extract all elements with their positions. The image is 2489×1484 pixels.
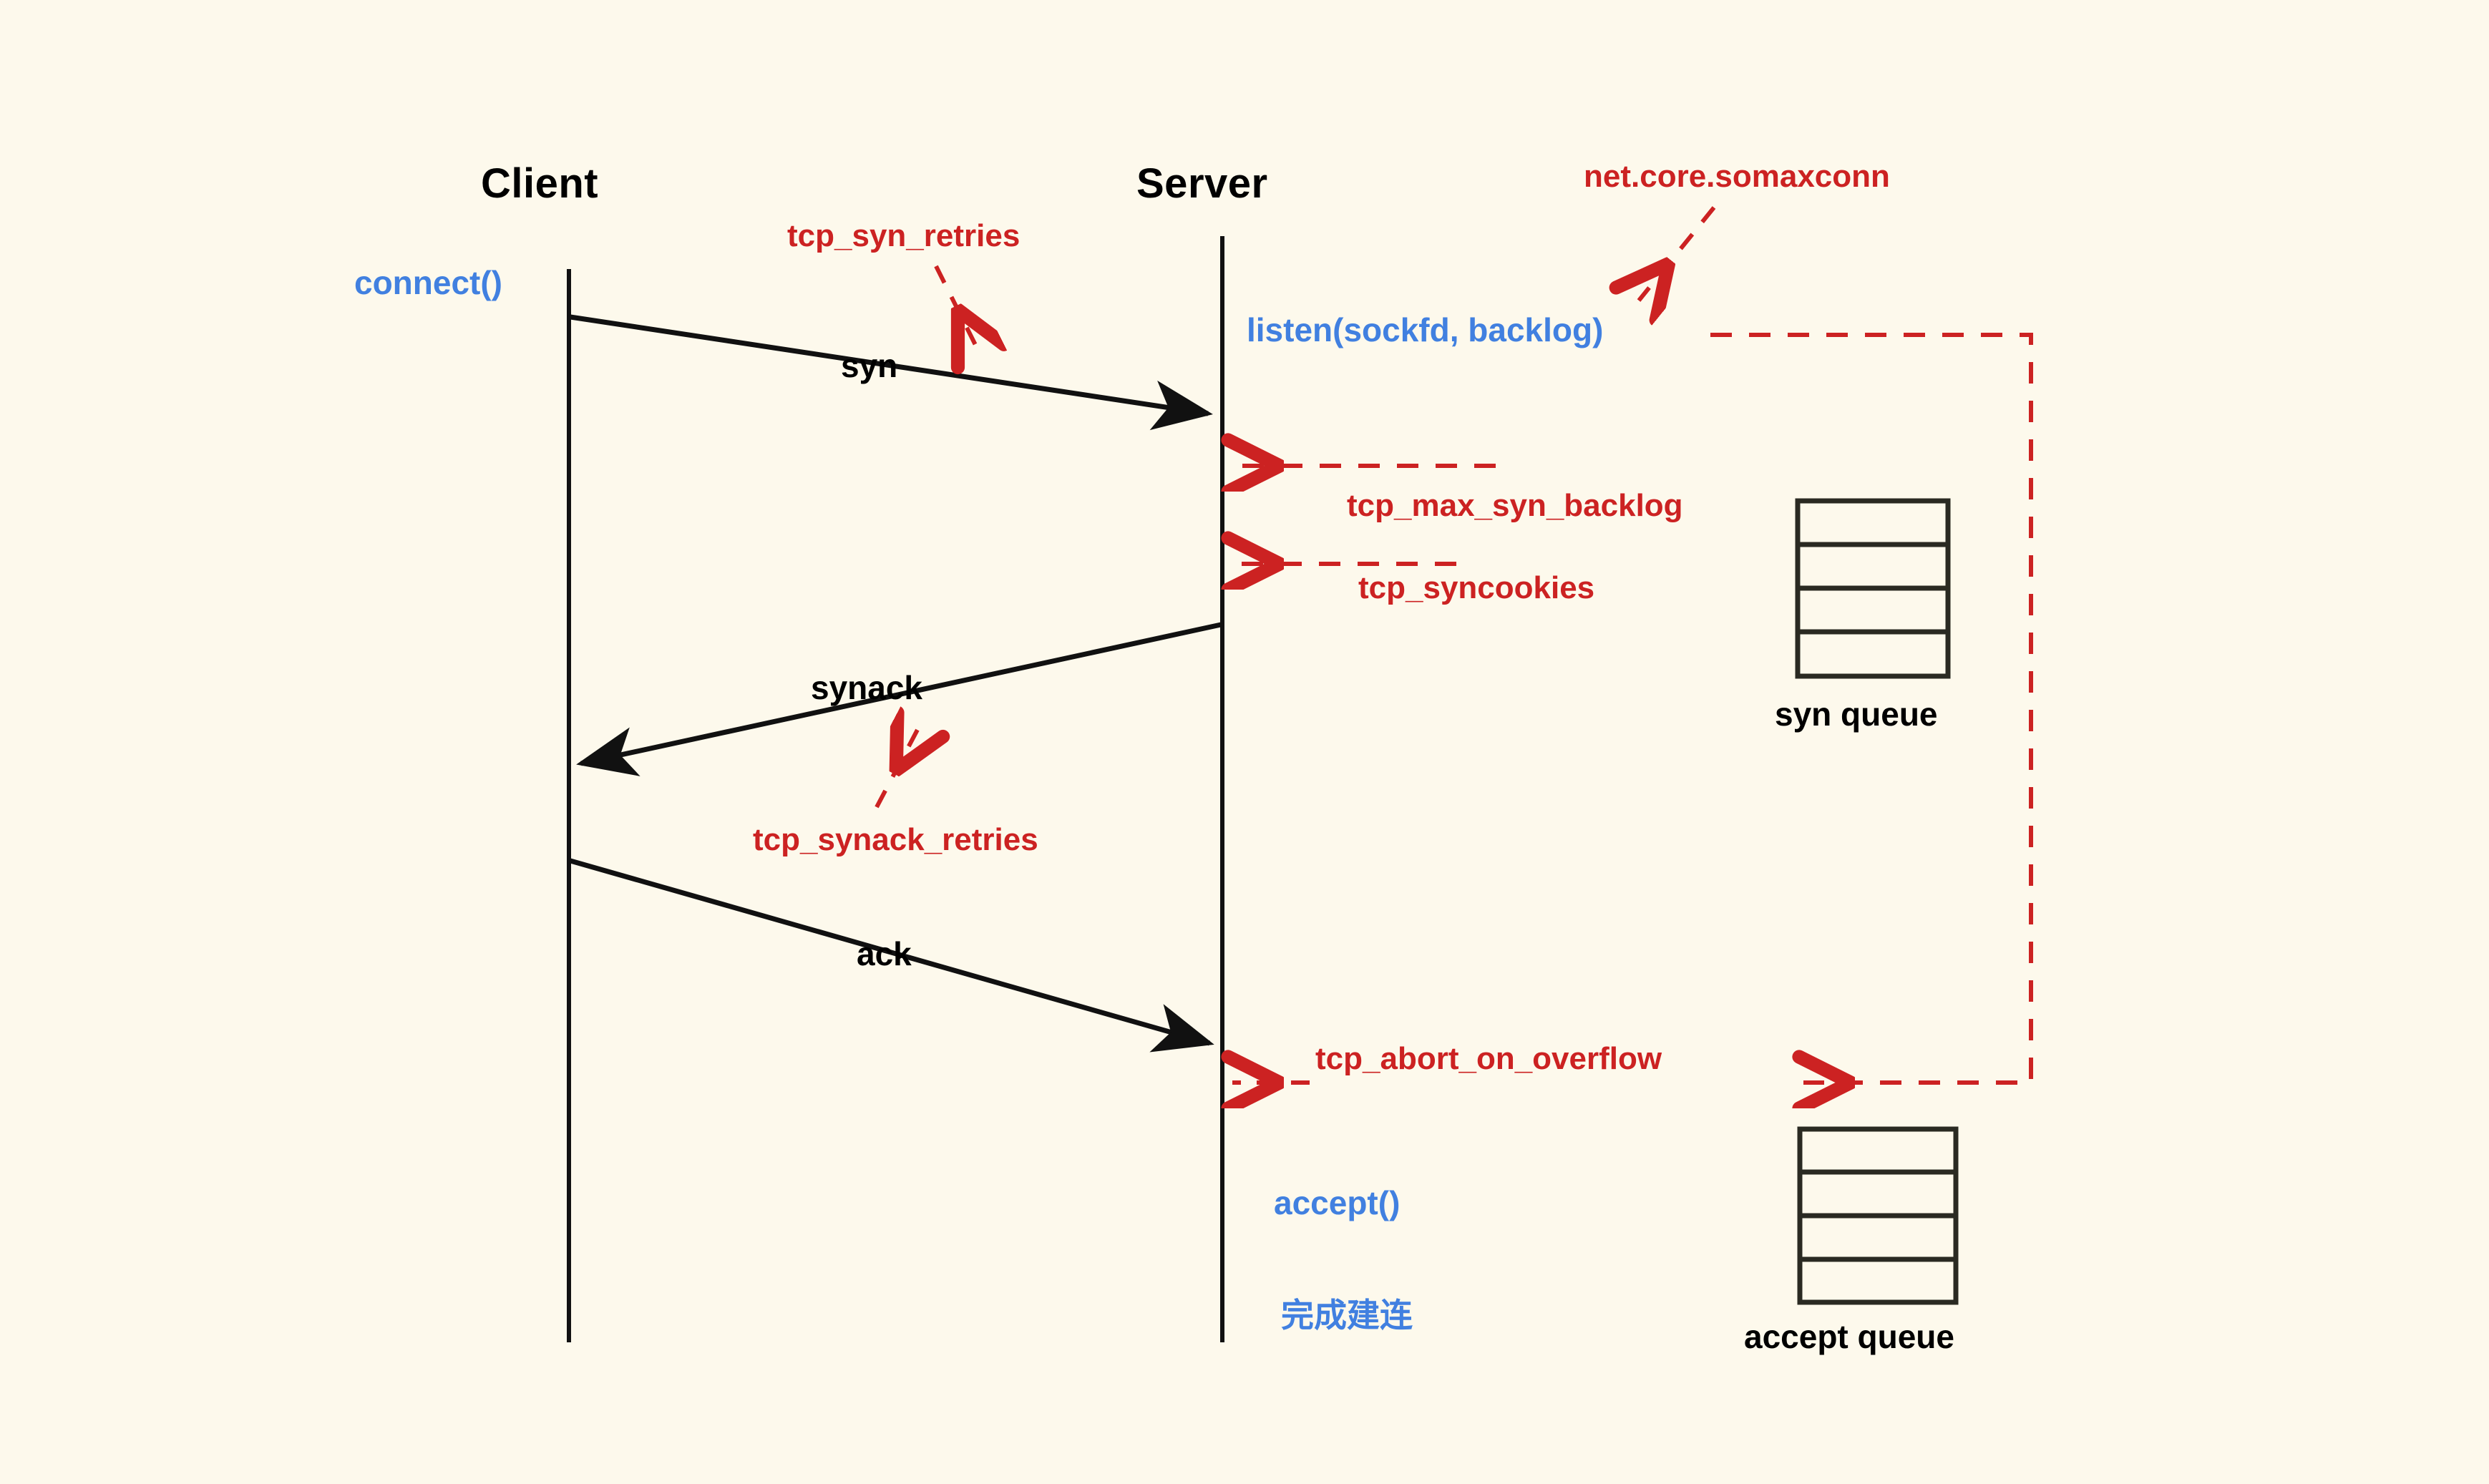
actor-title-client: Client xyxy=(481,160,599,207)
sysctl-tcp-max-syn-backlog: tcp_max_syn_backlog xyxy=(1347,488,1683,523)
note-connection-established: 完成建连 xyxy=(1281,1296,1413,1334)
ack-arrow xyxy=(570,858,1214,1053)
sysctl-tcp-synack-retries: tcp_synack_retries xyxy=(753,822,1038,857)
api-call-accept: accept() xyxy=(1274,1184,1401,1221)
somaxconn-pointer xyxy=(1639,206,1716,301)
api-call-listen: listen(sockfd, backlog) xyxy=(1247,311,1604,348)
sysctl-tcp-syn-retries: tcp_syn_retries xyxy=(787,218,1021,253)
message-label-ack: ack xyxy=(857,935,912,972)
queue-label-accept-queue: accept queue xyxy=(1744,1318,1954,1355)
synack-arrow xyxy=(576,622,1222,776)
sysctl-tcp-syncookies: tcp_syncookies xyxy=(1358,570,1595,605)
backlog-routing-path xyxy=(1710,333,2033,1083)
syn-queue-box xyxy=(1795,498,1951,679)
tcp-syn-retries-pointer xyxy=(934,265,979,352)
api-call-connect: connect() xyxy=(354,264,502,301)
syn-arrow xyxy=(570,314,1213,431)
accept-queue-box xyxy=(1797,1126,1959,1305)
tcp-synack-retries-pointer xyxy=(875,728,918,809)
sysctl-tcp-abort-on-overflow: tcp_abort_on_overflow xyxy=(1315,1041,1662,1076)
sysctl-net-core-somaxconn: net.core.somaxconn xyxy=(1584,159,1890,194)
queue-label-syn-queue: syn queue xyxy=(1775,695,1938,733)
message-label-syn: syn xyxy=(841,347,898,384)
message-label-synack: synack xyxy=(811,669,923,706)
actor-title-server: Server xyxy=(1136,160,1268,207)
